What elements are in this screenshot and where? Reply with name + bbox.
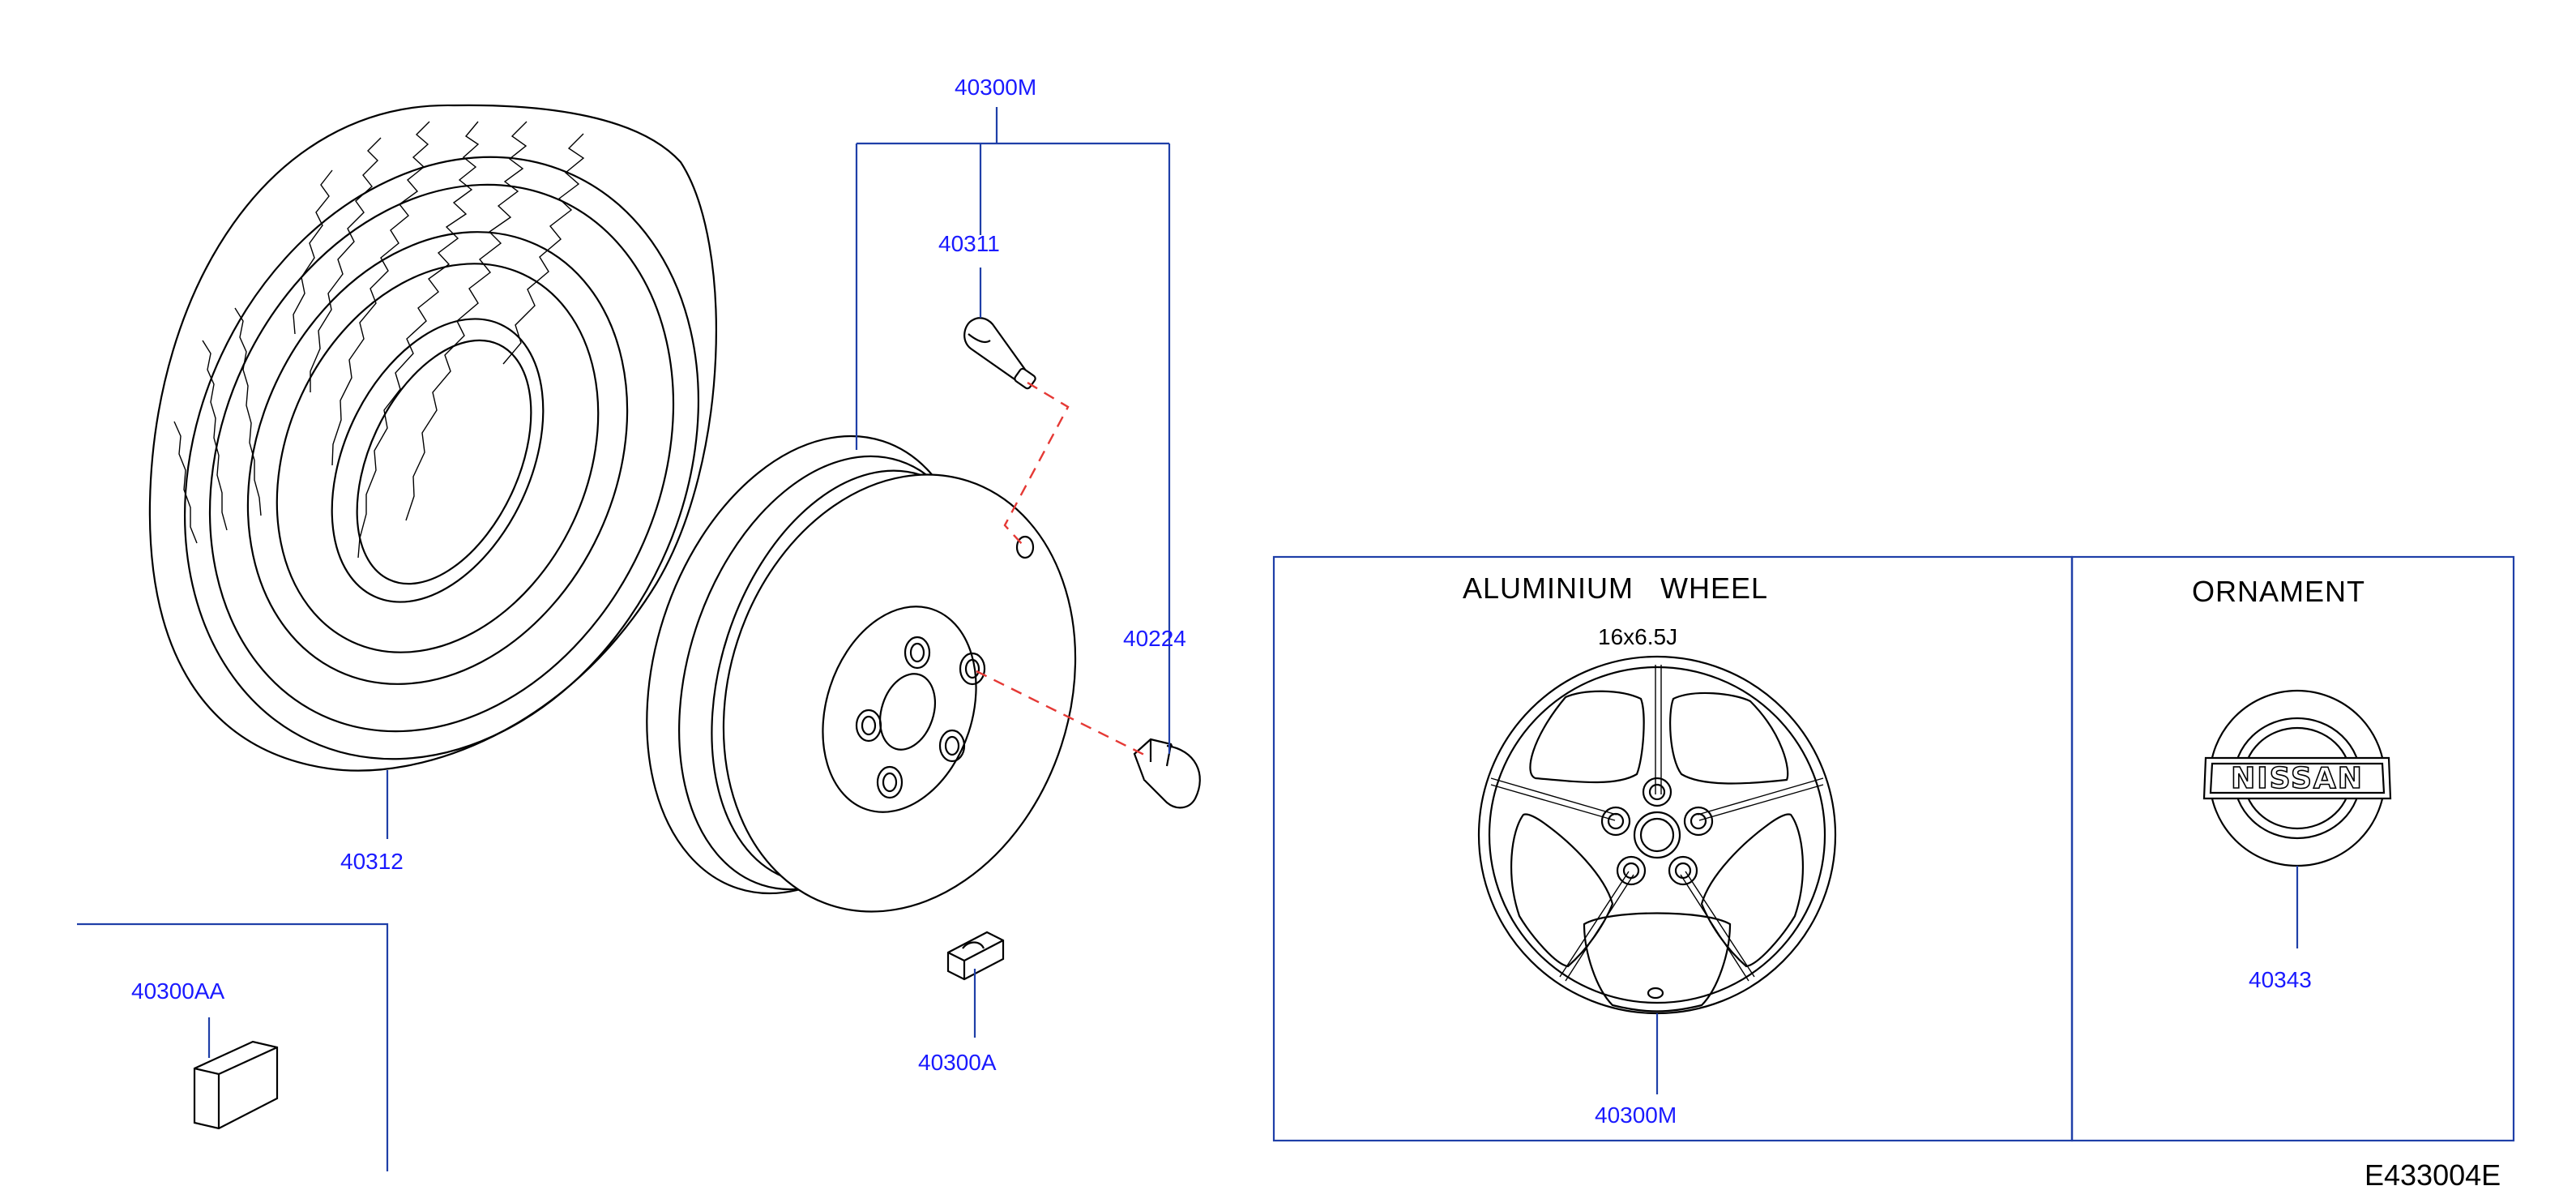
label-balance-weight-aa: 40300AA <box>131 978 225 1004</box>
valve-illustration <box>963 317 1036 390</box>
tire-illustration <box>148 104 717 772</box>
nut-hidden-line <box>976 670 1151 760</box>
label-balance-weight-a: 40300A <box>918 1050 997 1075</box>
ornament-badge-text: NISSAN <box>2231 762 2364 795</box>
nut-illustration <box>1133 738 1201 809</box>
label-alloy-wheel: 40300M <box>1595 1102 1677 1128</box>
balance-weight-aa-illustration <box>193 1040 279 1130</box>
leader-lines <box>77 107 1171 1171</box>
label-ornament-part: 40343 <box>2249 967 2312 992</box>
figure-code: E433004E <box>2365 1158 2501 1192</box>
valve-hidden-line <box>1003 381 1070 546</box>
ornament-title: ORNAMENT <box>2192 575 2365 608</box>
wheel-illustration <box>646 435 1077 913</box>
label-nut: 40224 <box>1123 626 1186 651</box>
balance-weight-a-illustration <box>946 931 1005 981</box>
label-wheel-assembly: 40300M <box>955 75 1036 100</box>
ornament-panel <box>2070 555 2515 1142</box>
label-tire: 40312 <box>340 849 404 874</box>
wheel-size-label: 16x6.5J <box>1598 624 1677 649</box>
aluminium-wheel-title: ALUMINIUM WHEEL <box>1463 572 1768 605</box>
label-valve: 40311 <box>938 231 1000 256</box>
